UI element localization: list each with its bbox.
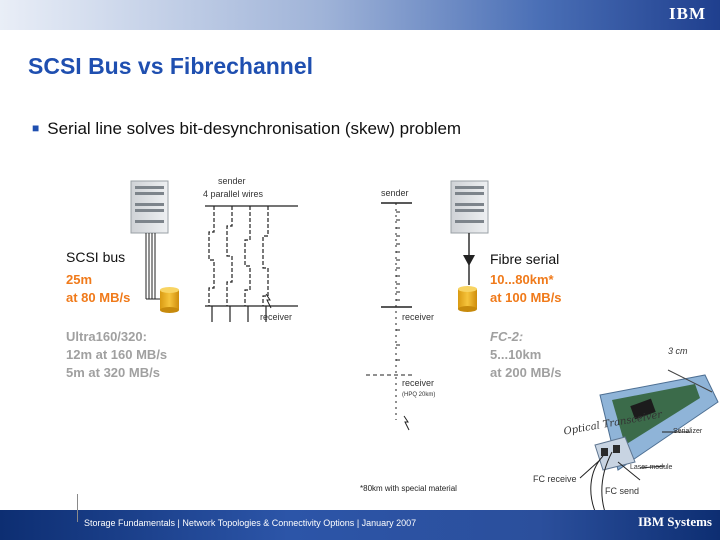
- fc2-title: FC-2:: [490, 329, 524, 344]
- scsi-speed: at 80 MB/s: [66, 290, 131, 305]
- fibre-distance: 10...80km*: [490, 272, 554, 287]
- fc-receive-label: FC receive: [533, 474, 577, 484]
- four-parallel-wires-label: 4 parallel wires: [203, 189, 264, 199]
- fc2-line-2: at 200 MB/s: [490, 365, 562, 380]
- bullet-text: Serial line solves bit-desynchronisation…: [47, 119, 462, 138]
- serial-line: [366, 202, 412, 420]
- receiver-far-label: receiver: [402, 378, 435, 388]
- fc-send-label: FC send: [605, 486, 640, 496]
- down-arrow-icon: [463, 255, 475, 266]
- serializer-label: Serializer: [673, 428, 703, 435]
- footer-divider: [77, 494, 78, 522]
- hpq-note: (HPQ 20km): [402, 392, 436, 398]
- footer-bar: [0, 510, 720, 540]
- signal-bolt-icon: [403, 415, 410, 431]
- scsi-bus-label: SCSI bus: [66, 249, 126, 265]
- header-bar: [0, 0, 720, 30]
- laser-module-label: Laser module: [630, 464, 673, 471]
- ultra-title: Ultra160/320:: [66, 329, 147, 344]
- scsi-server-icon: [130, 180, 169, 234]
- size-indicator-line: [667, 369, 713, 393]
- fc2-line-1: 5...10km: [490, 347, 542, 362]
- fibre-speed: at 100 MB/s: [490, 290, 562, 305]
- footer-brand-logo: IBM Systems: [637, 514, 712, 529]
- scsi-distance: 25m: [66, 272, 93, 287]
- gbic-transceiver-icon: [594, 374, 719, 471]
- ibm-logo: IBM: [669, 4, 706, 23]
- sender-serial-label: sender: [381, 188, 409, 198]
- footnote: *80km with special material: [360, 484, 457, 493]
- fibre-serial-label: Fibre serial: [490, 251, 560, 267]
- ultra-line-1: 12m at 160 MB/s: [66, 347, 168, 362]
- sender-parallel-label: sender: [218, 176, 246, 186]
- fibre-server-icon: [450, 180, 489, 234]
- ultra-line-2: 5m at 320 MB/s: [66, 365, 160, 380]
- footer-text: Storage Fundamentals | Network Topologie…: [84, 518, 417, 528]
- receiver-parallel-label: receiver: [260, 312, 293, 322]
- gbic-size-label: 3 cm: [668, 346, 688, 356]
- bullet-square-icon: ■: [32, 121, 40, 135]
- bullet-point: ■ Serial line solves bit-desynchronisatio…: [32, 119, 461, 139]
- scsi-disk-icon: [160, 287, 179, 313]
- parallel-wires: [205, 205, 298, 322]
- receiver-serial-label: receiver: [402, 312, 435, 322]
- fibre-disk-icon: [458, 286, 477, 312]
- scsi-cable: [145, 233, 162, 300]
- skew-bolt-icon: [265, 293, 272, 309]
- page-title: SCSI Bus vs Fibrechannel: [28, 53, 314, 79]
- serial-bit-ticks: [396, 211, 400, 361]
